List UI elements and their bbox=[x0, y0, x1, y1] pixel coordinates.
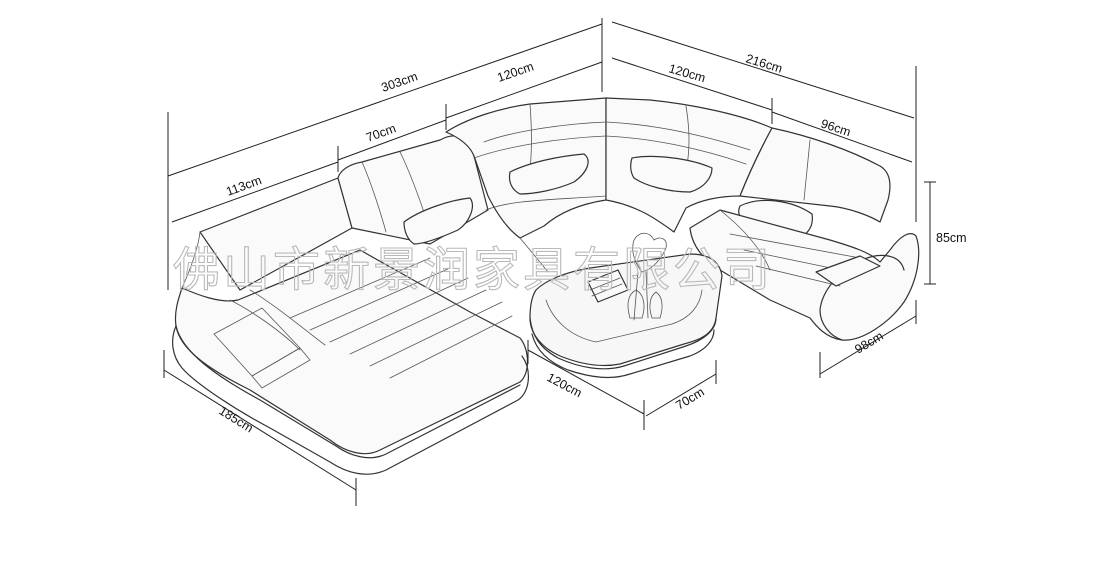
label-overall-width: 303cm bbox=[379, 69, 419, 94]
label-right-lower: 96cm bbox=[819, 117, 852, 140]
label-back-upper: 120cm bbox=[495, 59, 535, 84]
right-corner-section bbox=[605, 97, 773, 233]
coffee-table bbox=[529, 232, 723, 379]
dimension-lines bbox=[163, 18, 936, 506]
back-middle-section bbox=[337, 135, 489, 245]
label-left-back: 113cm bbox=[224, 173, 263, 199]
label-right-depth: 216cm bbox=[744, 51, 784, 75]
sofa-drawing bbox=[172, 97, 920, 475]
label-table-width: 70cm bbox=[673, 385, 706, 413]
right-arm-section bbox=[689, 127, 920, 341]
watermark-text: 佛山市新景润家具有限公司 bbox=[173, 243, 773, 298]
label-table-length: 120cm bbox=[545, 370, 585, 400]
label-back-middle: 70cm bbox=[364, 121, 398, 145]
left-chaise bbox=[172, 177, 529, 475]
label-right-upper: 120cm bbox=[667, 61, 707, 85]
corner-section bbox=[445, 97, 607, 273]
label-height: 85cm bbox=[936, 231, 967, 245]
